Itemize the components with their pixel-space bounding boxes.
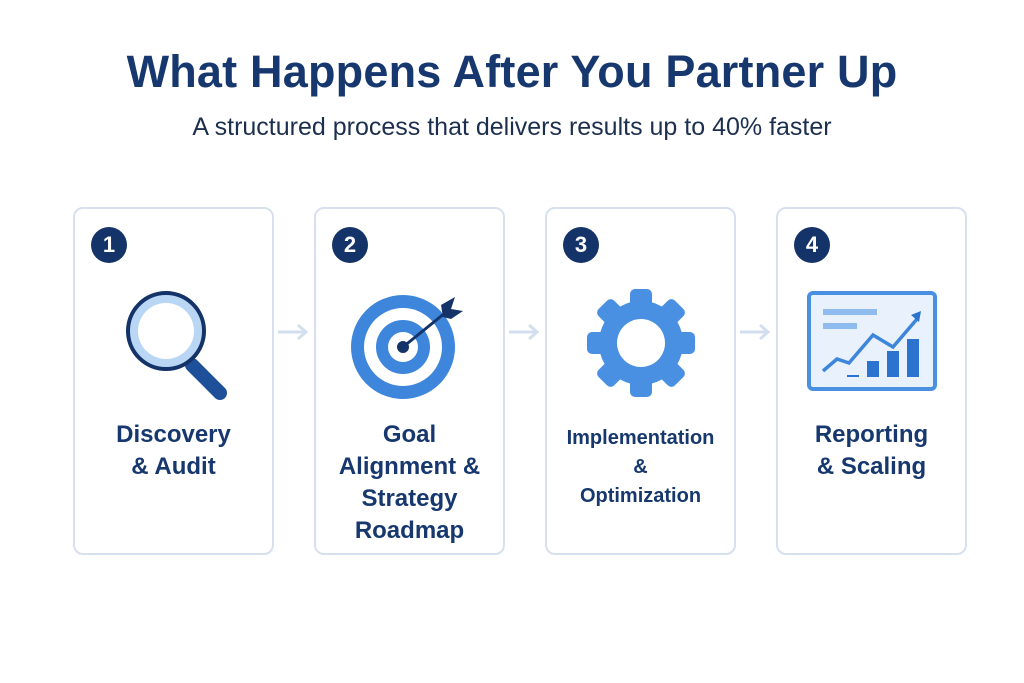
label-line: &	[633, 456, 648, 478]
step-card-reporting: 4 Reporting & Scaling	[776, 207, 967, 555]
page-title: What Happens After You Partner Up	[126, 46, 898, 97]
label-line: Roadmap	[354, 517, 465, 544]
gear-icon	[586, 289, 695, 397]
magnifier-icon	[125, 291, 227, 400]
page-subtitle: A structured process that delivers resul…	[192, 113, 832, 141]
chart-icon	[806, 291, 937, 391]
arrow-right-icon	[278, 323, 309, 341]
label-line: & Scaling	[816, 453, 927, 480]
label-line: Reporting	[814, 421, 929, 448]
step-label: Discovery & Audit	[75, 419, 272, 483]
step-number-badge: 3	[563, 227, 599, 263]
label-line: & Audit	[131, 453, 216, 480]
step-card-implementation: 3 Implementation & Optimization	[545, 207, 736, 555]
step-number-badge: 1	[91, 227, 127, 263]
label-line: Goal	[382, 421, 437, 448]
label-line: Discovery	[116, 421, 231, 448]
label-line: Strategy	[361, 485, 458, 512]
step-card-discovery: 1 Discovery & Audit	[73, 207, 274, 555]
label-line: Implementation	[566, 427, 715, 449]
label-line: Alignment &	[338, 453, 481, 480]
step-card-goal-alignment: 2 Goal Alignment & Strategy Roadmap	[314, 207, 505, 555]
label-line: Optimization	[579, 485, 702, 507]
target-icon	[350, 295, 463, 399]
step-label: Implementation & Optimization	[547, 424, 734, 511]
arrow-right-icon	[509, 323, 540, 341]
step-number-badge: 2	[332, 227, 368, 263]
arrow-right-icon	[740, 323, 771, 341]
step-label: Reporting & Scaling	[778, 419, 965, 483]
step-number-badge: 4	[794, 227, 830, 263]
step-label: Goal Alignment & Strategy Roadmap	[316, 419, 503, 547]
